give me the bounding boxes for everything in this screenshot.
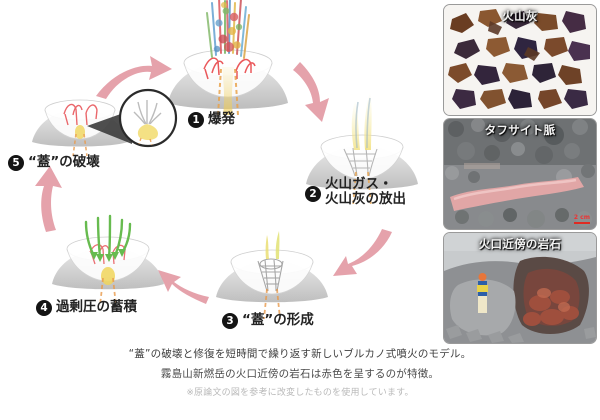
- cycle-illustration-svg: [32, 0, 418, 320]
- arrow-4-to-5: [35, 166, 62, 232]
- step-badge-1: 1: [188, 112, 204, 128]
- caption-line-1: “蓋”の破壊と修復を短時間で繰り返す新しいブルカノ式噴火のモデル。: [128, 348, 472, 360]
- step-text-2-line2: 火山灰の放出: [325, 191, 406, 207]
- step-badge-3: 3: [222, 313, 238, 329]
- photo-crater-rock[interactable]: 火口近傍の岩石: [443, 232, 597, 344]
- caption-line-2: 霧島山新燃岳の火口近傍の岩石は赤色を呈するのが特徴。: [160, 368, 440, 380]
- arrow-5-to-1: [96, 56, 172, 99]
- tuffisite-vein-image: [444, 119, 596, 229]
- photo-scale-2-label: 2 cm: [573, 213, 590, 221]
- step-label-overpressure: 4 過剰圧の蓄積: [36, 300, 137, 316]
- step-text-2: 火山ガス・ 火山灰の放出: [325, 177, 406, 207]
- step-badge-4: 4: [36, 300, 52, 316]
- volcano-stage-3: [216, 231, 328, 320]
- person-figure: [477, 273, 488, 313]
- volcano-stage-1: [168, 0, 288, 116]
- step-badge-2: 2: [305, 186, 321, 202]
- photo-tuffisite-vein[interactable]: タフサイト脈 2 cm: [443, 118, 597, 230]
- photo-caption-2: タフサイト脈: [484, 123, 556, 137]
- crater-rock-image: [444, 233, 596, 343]
- arrow-1-to-2: [293, 62, 329, 122]
- step-badge-5: 5: [8, 155, 24, 171]
- stage-5-magnifier-inset: [118, 88, 178, 148]
- step-label-gas-ash-release: 2 火山ガス・ 火山灰の放出: [305, 177, 406, 207]
- step-label-lid-destruction: 5 “蓋”の破壊: [8, 155, 100, 171]
- photo-volcanic-ash[interactable]: 火山灰: [443, 4, 597, 116]
- volcanic-ash-image: [444, 5, 596, 115]
- photo-caption-3: 火口近傍の岩石: [478, 237, 562, 251]
- volcano-stage-2: [306, 92, 418, 207]
- step-text-2-line1: 火山ガス・: [325, 176, 393, 192]
- volcano-stage-5: [32, 99, 132, 157]
- figure-caption-block: “蓋”の破壊と修復を短時間で繰り返す新しいブルカノ式噴火のモデル。 霧島山新燃岳…: [0, 344, 600, 402]
- eruption-cycle-diagram: 1 爆発 2 火山ガス・ 火山灰の放出 3 “蓋”の形成 4 過剰圧の蓄積 5 …: [8, 0, 418, 329]
- caption-line-3: ※原論文の図を参考に改変したものを使用しています。: [186, 388, 414, 398]
- photo-panel-column: 火山灰: [443, 4, 597, 344]
- arrow-3-to-4: [158, 270, 209, 304]
- arrow-2-to-3: [333, 229, 392, 276]
- cycle-arrows: [35, 56, 392, 304]
- step-text-5: “蓋”の破壊: [28, 154, 100, 170]
- step-label-explosion: 1 爆発: [188, 112, 235, 128]
- step-text-1: 爆発: [208, 111, 235, 127]
- step-label-lid-formation: 3 “蓋”の形成: [222, 313, 314, 329]
- step-text-4: 過剰圧の蓄積: [56, 299, 137, 315]
- step-text-3: “蓋”の形成: [242, 312, 314, 328]
- photo-scale-2: 2 cm: [573, 213, 590, 224]
- volcano-stage-4: [52, 214, 164, 307]
- photo-caption-1: 火山灰: [502, 9, 538, 23]
